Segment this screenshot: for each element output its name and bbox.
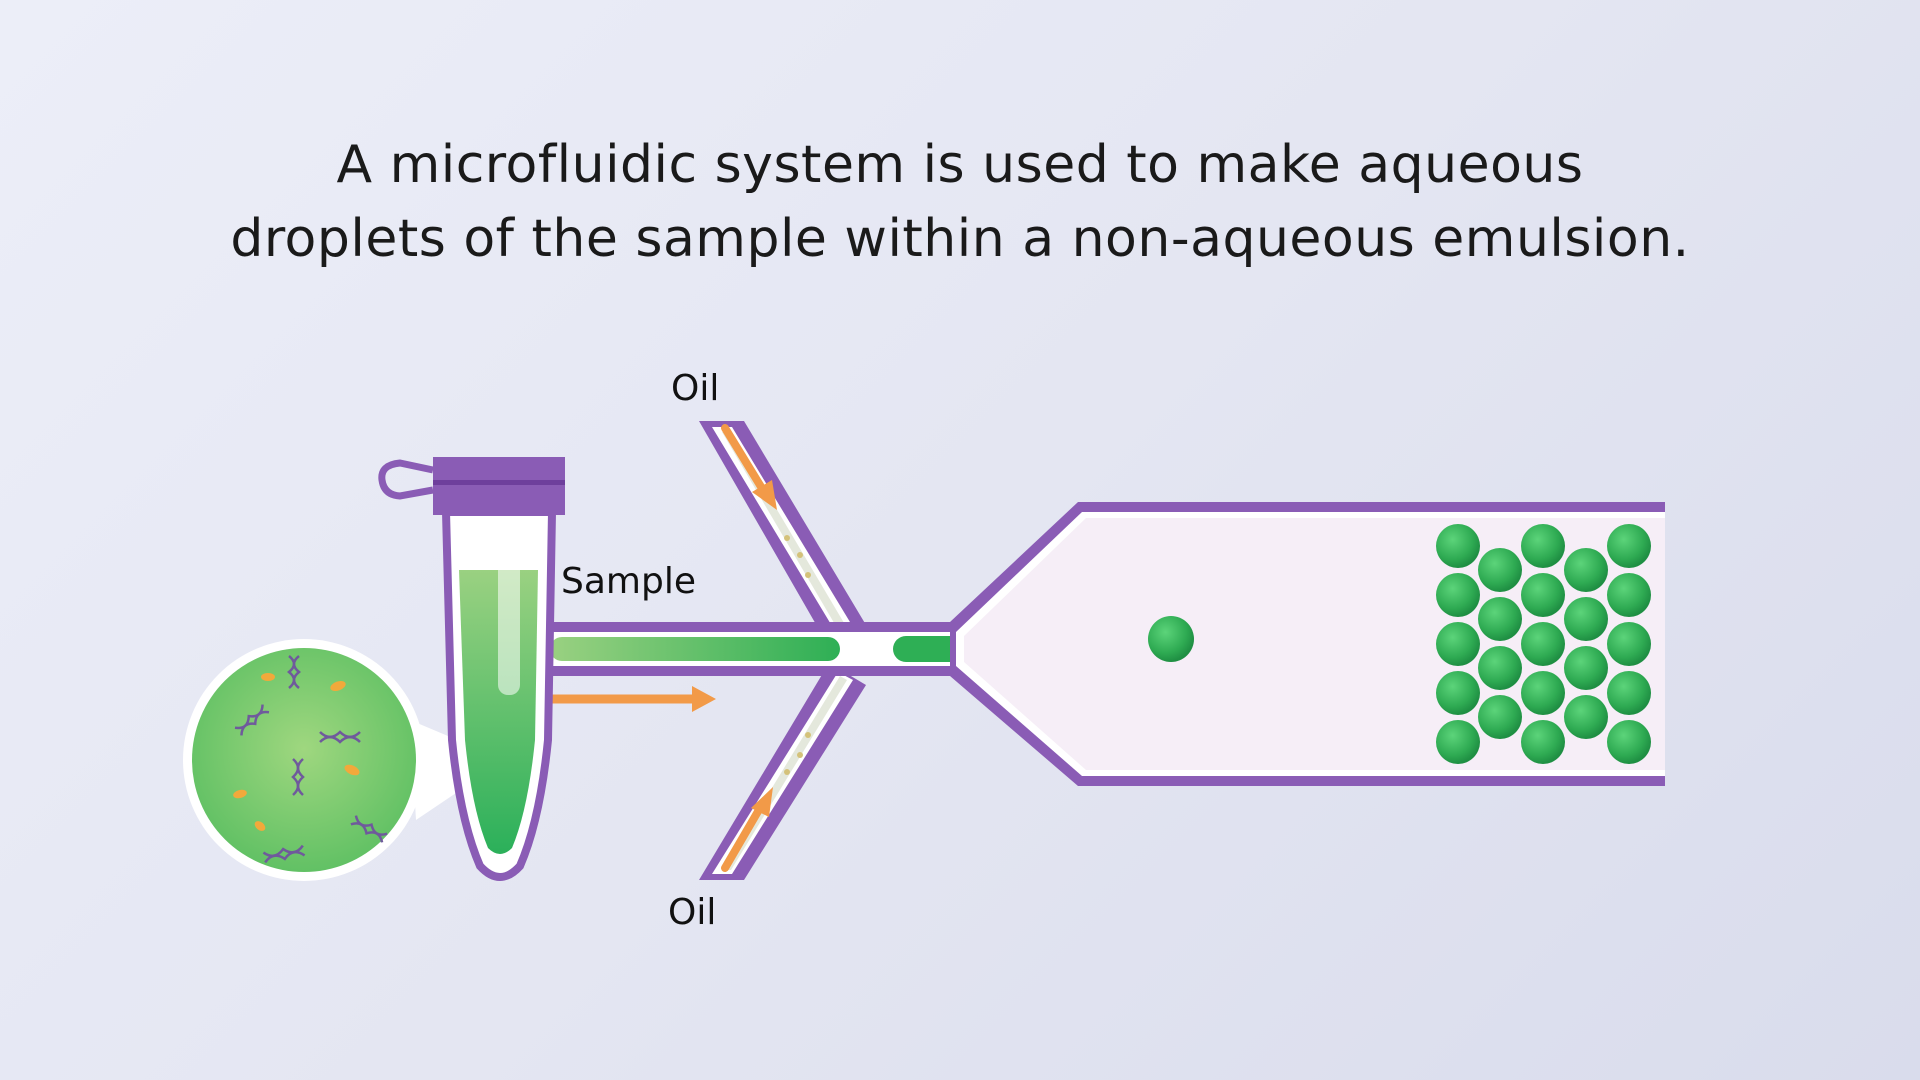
oil-channel-bottom <box>699 663 866 880</box>
oil-arrow-top <box>721 424 777 510</box>
droplet <box>1478 695 1522 739</box>
dna-icon <box>262 844 306 864</box>
droplet <box>1607 524 1651 568</box>
droplet <box>1521 622 1565 666</box>
dna-icon <box>319 730 361 744</box>
oil-channel-top <box>699 421 866 647</box>
droplet <box>1564 548 1608 592</box>
droplet <box>1436 622 1480 666</box>
droplet <box>1521 524 1565 568</box>
oil-top-label: Oil <box>671 368 719 409</box>
droplet <box>1436 573 1480 617</box>
sample-magnifier <box>183 639 425 881</box>
title-line-2: droplets of the sample within a non-aque… <box>230 209 1690 269</box>
oil-arrow-bottom <box>721 787 773 872</box>
dna-icon <box>350 815 388 843</box>
droplet <box>1436 524 1480 568</box>
arrowhead-icon <box>752 480 777 510</box>
droplet <box>1564 646 1608 690</box>
title-line-1: A microfluidic system is used to make aq… <box>336 135 1584 195</box>
single-droplet <box>1148 616 1194 662</box>
diagram-title: A microfluidic system is used to make aq… <box>0 128 1920 276</box>
sample-label: Sample <box>561 561 696 602</box>
droplet <box>1607 720 1651 764</box>
sample-stream <box>550 637 840 661</box>
droplet <box>1564 597 1608 641</box>
sample-channel <box>548 622 848 676</box>
droplet <box>1564 695 1608 739</box>
arrowhead-icon <box>692 686 716 712</box>
particle-icon <box>330 680 346 692</box>
packed-droplets <box>1436 524 1651 764</box>
droplet <box>1436 671 1480 715</box>
droplet <box>1521 573 1565 617</box>
droplet <box>1436 720 1480 764</box>
droplet <box>1478 597 1522 641</box>
dna-icon <box>291 758 305 796</box>
tube-cap-icon <box>433 457 565 515</box>
droplet <box>1521 720 1565 764</box>
oil-bottom-label: Oil <box>668 892 716 933</box>
particle-icon <box>344 764 360 776</box>
sample-arrow <box>547 686 716 712</box>
droplet <box>1607 622 1651 666</box>
particle-icon <box>233 789 247 799</box>
droplet <box>1607 573 1651 617</box>
arrowhead-icon <box>751 787 773 817</box>
dna-icon <box>287 655 301 689</box>
particle-icon <box>261 673 275 681</box>
droplet <box>1478 548 1522 592</box>
sample-tube <box>378 457 565 881</box>
droplet <box>1478 646 1522 690</box>
droplet <box>1607 671 1651 715</box>
particle-icon <box>254 821 266 831</box>
dna-icon <box>234 704 270 736</box>
droplet <box>1521 671 1565 715</box>
